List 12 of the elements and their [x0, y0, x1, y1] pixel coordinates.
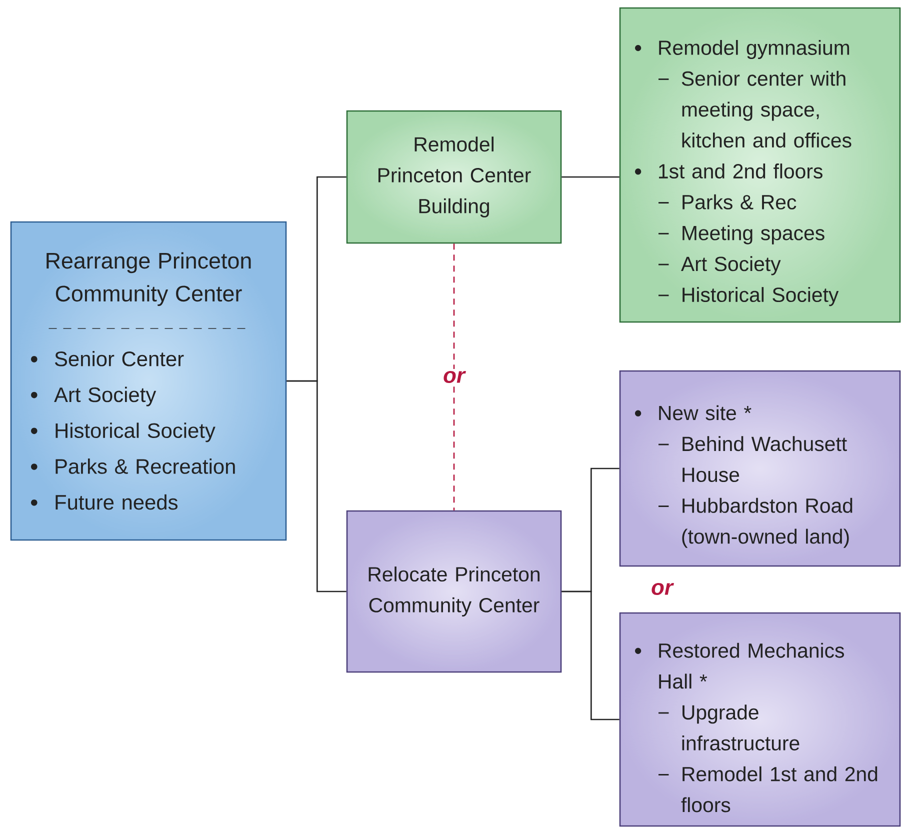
topic-box: Remodel Princeton Center Building [346, 110, 562, 244]
list-box: New site * Behind Wachusett House Hubbardston Road (town-owned land) [619, 370, 901, 567]
topic-box: Rearrange Princeton Community Center Senior Center Art Society Historical Society Parks & Recreation Future needs [10, 221, 287, 541]
connector [562, 590, 620, 720]
dashed-connector [453, 244, 455, 510]
topic-box: Relocate Princeton Community Center [346, 510, 562, 673]
edge-label: or [441, 369, 467, 385]
or-label: or [652, 583, 674, 595]
connector [286, 380, 346, 592]
connector [562, 176, 620, 178]
list-box: Restored Mechanics Hall * Upgrade infrastructure Remodel 1st and 2nd floors [619, 612, 901, 827]
list-box: Remodel gymnasium Senior center with meeting space, kitchen and offices 1st and 2nd floors Parks & Rec Meeting spaces Art Society Historical Society [619, 7, 901, 323]
